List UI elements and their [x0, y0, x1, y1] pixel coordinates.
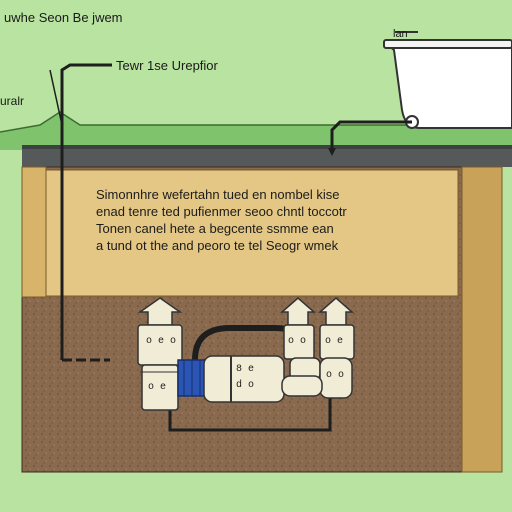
ground-surface: [0, 112, 512, 150]
panel-line: enad tenre ted pufienmer seoo chntl tocc…: [96, 204, 347, 219]
fitting-label: 8 e: [236, 364, 255, 375]
fitting-label: d o: [236, 380, 255, 391]
fitting-label: o o: [288, 336, 307, 347]
left-wall-stud: [21, 166, 47, 298]
bathtub: [383, 31, 512, 129]
fitting-label: o e: [325, 336, 344, 347]
slab-edge: [22, 145, 512, 149]
top-title-label: uwhe Seon Be jwem: [4, 10, 123, 25]
ground-line: [0, 111, 512, 133]
tub-drain-line: [330, 120, 412, 150]
fitting-label: o o: [326, 370, 345, 381]
right-wall-stud: [461, 166, 503, 473]
pipe-label: Tewr 1se Urepfior: [116, 58, 218, 73]
right-fittings: [280, 297, 355, 399]
left-leader-line: [49, 69, 63, 126]
center-fitting: [203, 355, 285, 403]
left-fitting: [137, 297, 183, 411]
info-panel: [45, 169, 459, 297]
concrete-slab: [22, 145, 512, 167]
left-label: uralr: [0, 94, 25, 108]
tub-label: lan: [393, 28, 408, 40]
fitting-label: o e o: [146, 336, 177, 347]
vent-pipe: [60, 63, 112, 360]
panel-text: Simonnhre wefertahn tued en nombel kise …: [96, 186, 396, 254]
panel-line: Simonnhre wefertahn tued en nombel kise: [96, 187, 340, 202]
panel-line: a tund ot the and peoro te tel Seogr wme…: [96, 238, 339, 253]
panel-line: Tonen canel hete a begcente ssmme ean: [96, 221, 334, 236]
drain-arrow: [328, 148, 336, 156]
fitting-label: o e: [148, 382, 167, 393]
drain-loop: [168, 395, 332, 432]
